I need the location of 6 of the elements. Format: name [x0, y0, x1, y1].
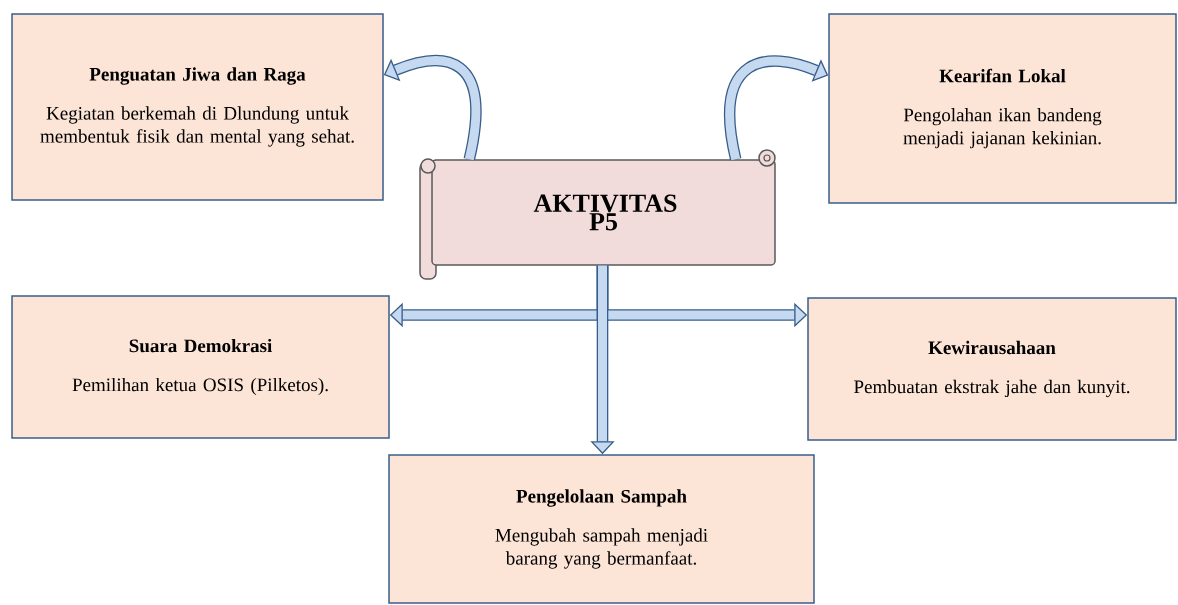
scroll-banner: AKTIVITAS P5: [419, 149, 776, 280]
text-box: Kewirausahaan Pembuatan ekstrak jahe dan kunyit.: [807, 297, 1177, 441]
text-box: Pengelolaan Sampah Mengubah sampah menjadi barang yang bermanfaat.: [388, 454, 815, 604]
text-box: Penguatan Jiwa dan Raga Kegiatan berkemah di Dlundung untuk membentuk fisik dan mental yang sehat.: [11, 13, 384, 201]
text-box: Kearifan Lokal Pengolahan ikan bandeng menjadi jajanan kekinian.: [828, 13, 1177, 204]
text-box: Suara Demokrasi Pemilihan ketua OSIS (Pilketos).: [11, 295, 390, 439]
